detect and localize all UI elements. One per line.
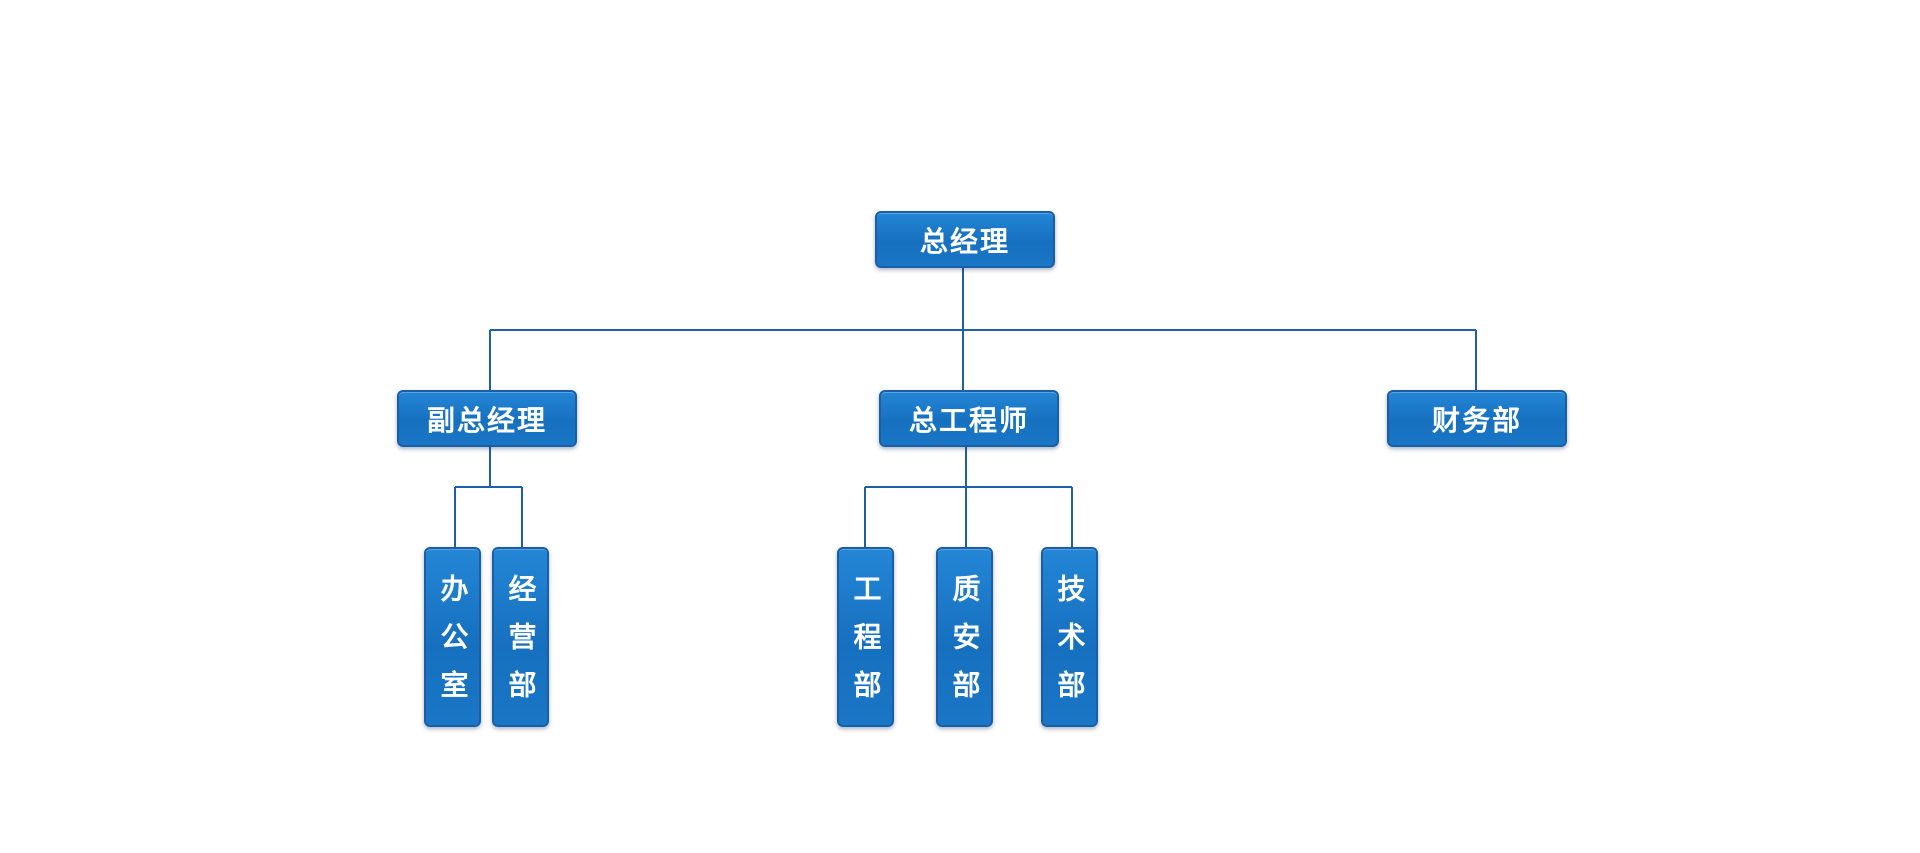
node-engineering-department[interactable]: 工程部 [837, 547, 894, 727]
node-technology-department[interactable]: 技术部 [1041, 547, 1098, 727]
node-deputy-general-manager[interactable]: 副总经理 [397, 390, 577, 447]
node-quality-safety-department[interactable]: 质安部 [936, 547, 993, 727]
node-chief-engineer[interactable]: 总工程师 [879, 390, 1059, 447]
node-general-manager[interactable]: 总经理 [875, 211, 1055, 268]
node-finance-department[interactable]: 财务部 [1387, 390, 1567, 447]
node-office[interactable]: 办公室 [424, 547, 481, 727]
node-business-department[interactable]: 经营部 [492, 547, 549, 727]
